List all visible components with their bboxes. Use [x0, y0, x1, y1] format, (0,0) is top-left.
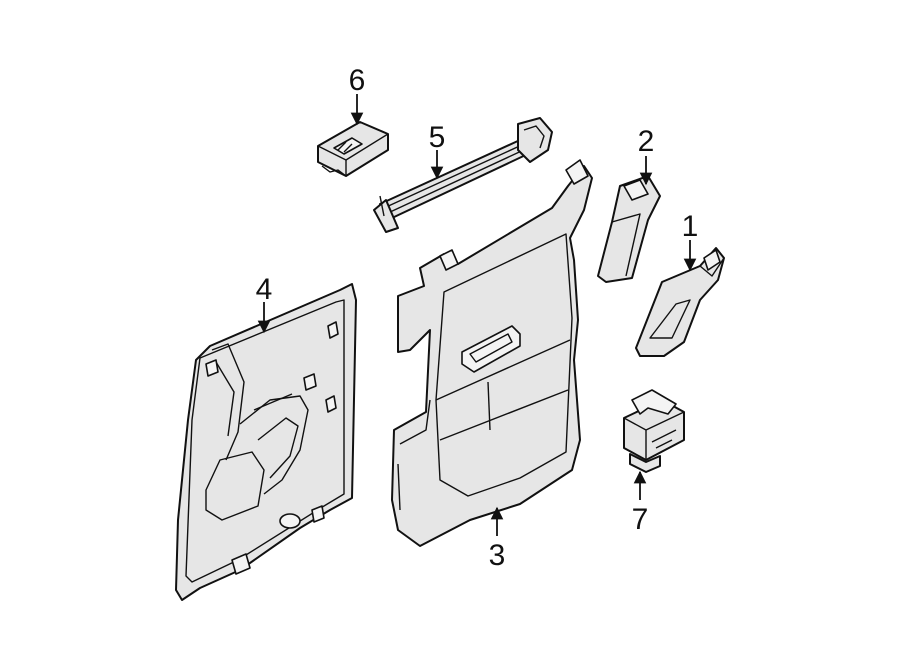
- part-2-upper-trim[interactable]: [597, 175, 661, 283]
- callout-2: 2: [638, 125, 655, 158]
- part-6-switch-bezel[interactable]: [317, 121, 389, 177]
- callout-3: 3: [489, 539, 506, 572]
- part-5-pull-handle[interactable]: [373, 117, 553, 233]
- callout-4: 4: [256, 273, 273, 306]
- part-4-door-panel[interactable]: [175, 283, 357, 601]
- callout-6: 6: [349, 64, 366, 97]
- callout-labels: 1 2 3 4 5 6 7: [256, 64, 699, 572]
- callout-7: 7: [632, 503, 649, 536]
- part-1-lower-trim[interactable]: [635, 247, 725, 357]
- part-7-window-switch[interactable]: [623, 389, 685, 473]
- callout-5: 5: [429, 121, 446, 154]
- part-3-door-trim[interactable]: [391, 159, 593, 547]
- leader-lines: [257, 94, 697, 536]
- callout-1: 1: [682, 210, 699, 243]
